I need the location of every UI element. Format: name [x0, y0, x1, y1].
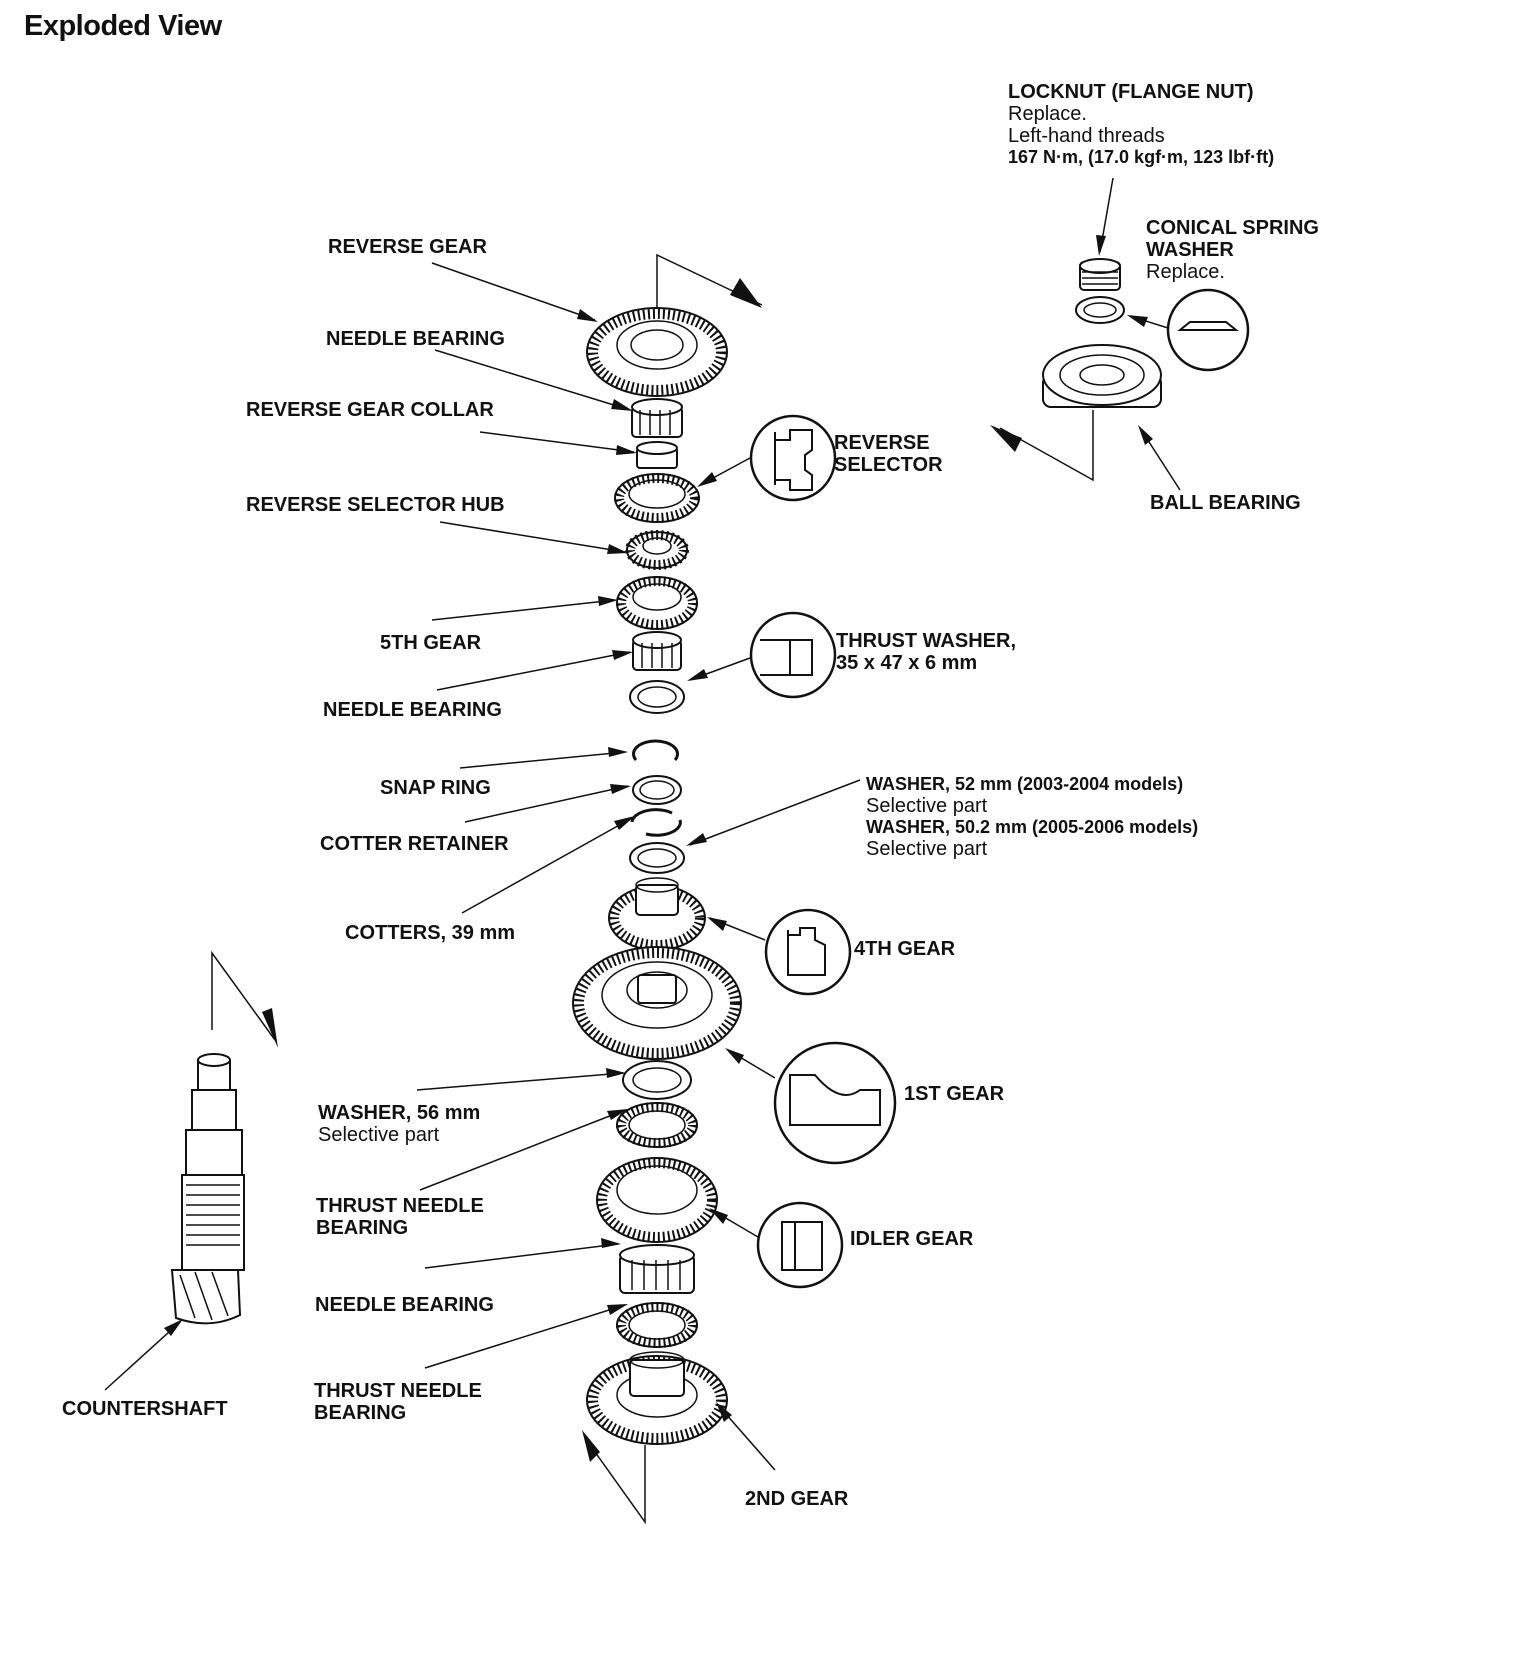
snap-ring-part: [632, 739, 679, 761]
thrust-washer-detail-circle: [749, 611, 837, 699]
countershaft-name: COUNTERSHAFT: [62, 1398, 228, 1420]
cotters-name: COTTERS, 39 mm: [345, 922, 516, 944]
label-fifth-gear: 5TH GEAR: [380, 632, 481, 654]
needle-bearing-top-part: [631, 398, 683, 438]
ball-bearing-name: BALL BEARING: [1150, 492, 1301, 514]
label-needle-bearing-2: NEEDLE BEARING: [323, 699, 502, 721]
thrust-washer-part: [629, 680, 685, 714]
label-needle-bearing-top: NEEDLE BEARING: [326, 328, 505, 350]
first-gear-part: [572, 946, 742, 1060]
locknut-note-threads: Left-hand threads: [1008, 125, 1165, 147]
label-ball-bearing: BALL BEARING: [1150, 492, 1301, 514]
reverse-gear-collar-name: REVERSE GEAR COLLAR: [246, 399, 494, 421]
washer-50-2-name: WASHER, 50.2 mm (2005-2006 models): [866, 817, 1199, 837]
reverse-selector-part: [614, 473, 700, 523]
thrust-washer-name: THRUST WASHER,: [836, 630, 1016, 652]
reverse-gear-collar-part: [636, 441, 678, 469]
locknut-part: [1079, 258, 1121, 291]
thrust-needle-bearing-2-line2: BEARING: [314, 1402, 407, 1424]
leader-lines: [104, 177, 1181, 1471]
washer-52-part: [629, 842, 685, 874]
locknut-note-replace: Replace.: [1008, 103, 1087, 125]
ball-bearing-part: [1042, 344, 1162, 408]
page-title: Exploded View: [24, 10, 222, 42]
washer-52-name: WASHER, 52 mm (2003-2004 models): [866, 774, 1184, 794]
needle-bearing-top-name: NEEDLE BEARING: [326, 328, 505, 350]
label-conical-spring-washer: CONICAL SPRING WASHER Replace.: [1146, 217, 1319, 283]
washer-56-note: Selective part: [318, 1124, 440, 1146]
label-cotters: COTTERS, 39 mm: [345, 922, 515, 944]
locknut-name: LOCKNUT (FLANGE NUT): [1008, 81, 1254, 103]
reverse-selector-hub-part: [625, 530, 689, 570]
label-thrust-needle-bearing-2: THRUST NEEDLE BEARING: [314, 1380, 482, 1424]
countershaft-part: [170, 1053, 245, 1325]
washer-52-note: Selective part: [866, 795, 988, 817]
axis-arrow-bottom: [582, 1430, 646, 1525]
label-first-gear: 1ST GEAR: [904, 1083, 1004, 1105]
needle-bearing-3-name: NEEDLE BEARING: [315, 1294, 494, 1316]
label-thrust-washer: THRUST WASHER, 35 x 47 x 6 mm: [836, 630, 1016, 674]
needle-bearing-2-part: [632, 631, 682, 671]
needle-bearing-2-name: NEEDLE BEARING: [323, 699, 502, 721]
label-reverse-gear-collar: REVERSE GEAR COLLAR: [246, 399, 494, 421]
fourth-gear-detail-circle: [764, 908, 852, 996]
fifth-gear-name: 5TH GEAR: [380, 632, 482, 654]
second-gear-part: [586, 1351, 728, 1445]
snap-ring-name: SNAP RING: [380, 777, 491, 799]
first-gear-detail-circle: [773, 1041, 897, 1165]
washer-56-name: WASHER, 56 mm: [318, 1102, 481, 1124]
label-fourth-gear: 4TH GEAR: [854, 938, 955, 960]
axis-arrow-right: [990, 410, 1094, 482]
thrust-washer-size: 35 x 47 x 6 mm: [836, 652, 978, 674]
conical-washer-note: Replace.: [1146, 261, 1225, 283]
reverse-selector-line2: SELECTOR: [834, 454, 943, 476]
axis-arrow-left: [211, 950, 278, 1048]
label-countershaft: COUNTERSHAFT: [62, 1398, 228, 1420]
fifth-gear-part: [616, 576, 698, 630]
reverse-selector-line1: REVERSE: [834, 432, 930, 454]
thrust-needle-bearing-1-part: [616, 1102, 698, 1148]
washer-56-part: [622, 1060, 692, 1100]
label-idler-gear: IDLER GEAR: [850, 1228, 973, 1250]
thrust-needle-bearing-2-part: [616, 1302, 698, 1348]
label-reverse-selector: REVERSE SELECTOR: [834, 432, 943, 476]
thrust-needle-bearing-1-line1: THRUST NEEDLE: [316, 1195, 484, 1217]
label-locknut: LOCKNUT (FLANGE NUT) Replace. Left-hand …: [1008, 81, 1274, 168]
reverse-selector-hub-name: REVERSE SELECTOR HUB: [246, 494, 505, 516]
idler-gear-detail-circle: [756, 1201, 844, 1289]
conical-spring-washer-part: [1075, 296, 1125, 324]
label-second-gear: 2ND GEAR: [745, 1488, 848, 1510]
fourth-gear-name: 4TH GEAR: [854, 938, 956, 960]
reverse-gear-name: REVERSE GEAR: [328, 236, 487, 258]
second-gear-name: 2ND GEAR: [745, 1488, 849, 1510]
thrust-needle-bearing-1-line2: BEARING: [316, 1217, 409, 1239]
conical-washer-name2: WASHER: [1146, 239, 1234, 261]
cotters-part: [630, 808, 682, 837]
first-gear-name: 1ST GEAR: [904, 1083, 1005, 1105]
label-thrust-needle-bearing-1: THRUST NEEDLE BEARING: [316, 1195, 484, 1239]
thrust-needle-bearing-2-line1: THRUST NEEDLE: [314, 1380, 482, 1402]
axis-arrow-top: [656, 253, 763, 328]
reverse-selector-detail-circle: [749, 414, 837, 502]
label-reverse-selector-hub: REVERSE SELECTOR HUB: [246, 494, 505, 516]
idler-gear-name: IDLER GEAR: [850, 1228, 974, 1250]
cotter-retainer-part: [632, 775, 682, 805]
conical-washer-detail-circle: [1166, 288, 1250, 372]
washer-50-2-note: Selective part: [866, 838, 988, 860]
locknut-torque: 167 N·m, (17.0 kgf·m, 123 lbf·ft): [1008, 147, 1275, 167]
reverse-gear-part: [586, 307, 728, 397]
label-cotter-retainer: COTTER RETAINER: [320, 833, 509, 855]
label-washer-56: WASHER, 56 mm Selective part: [318, 1102, 480, 1146]
conical-washer-name1: CONICAL SPRING: [1146, 217, 1319, 239]
label-needle-bearing-3: NEEDLE BEARING: [315, 1294, 494, 1316]
cotter-retainer-name: COTTER RETAINER: [320, 833, 509, 855]
label-washer-52: WASHER, 52 mm (2003-2004 models) Selecti…: [866, 774, 1198, 860]
fourth-gear-part: [608, 877, 706, 951]
needle-bearing-3-part: [619, 1244, 695, 1294]
label-snap-ring: SNAP RING: [380, 777, 491, 799]
idler-gear-part: [596, 1157, 718, 1243]
label-reverse-gear: REVERSE GEAR: [328, 236, 487, 258]
